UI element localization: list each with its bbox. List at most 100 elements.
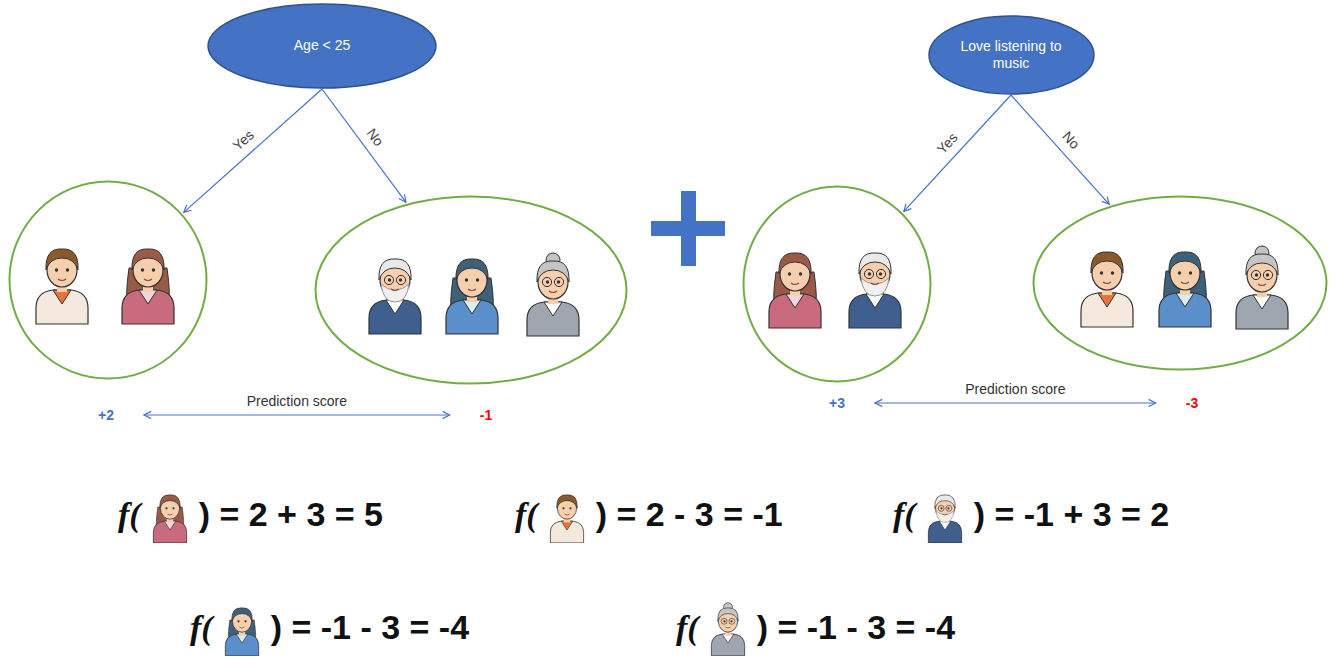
eye <box>546 280 549 283</box>
mouth <box>791 283 799 285</box>
person-icon <box>446 259 498 334</box>
formula-sum: ) = -1 + 3 = 2 <box>974 496 1170 533</box>
beard <box>381 284 409 302</box>
collar <box>1176 293 1194 307</box>
function-open: f( <box>893 496 916 533</box>
glasses <box>1251 270 1260 279</box>
hair <box>859 253 891 274</box>
plus-sign <box>651 191 725 266</box>
person-icon <box>769 253 821 328</box>
mouth <box>1258 284 1266 286</box>
formula-icon <box>216 600 268 656</box>
person-icon <box>711 603 744 656</box>
collar <box>722 634 734 643</box>
body <box>769 294 821 328</box>
collar <box>53 290 71 304</box>
mouth <box>468 289 476 291</box>
branch-arrow <box>184 89 322 212</box>
formula-icon <box>541 487 593 543</box>
body <box>527 302 579 336</box>
eye <box>879 272 882 275</box>
score-formula: f( ) = -1 + 3 = 2 <box>893 487 1169 543</box>
mouth <box>167 514 172 516</box>
score-axis-label: Prediction score <box>963 381 1067 398</box>
function-open: f( <box>676 609 699 646</box>
eye <box>730 620 732 622</box>
eye <box>165 507 167 509</box>
person-icon <box>527 253 579 336</box>
score-axis-label: Prediction score <box>245 393 349 410</box>
people-icons <box>36 246 1288 336</box>
formula-sum: ) = 2 - 3 = -1 <box>596 496 783 533</box>
eye <box>476 278 479 281</box>
body <box>122 290 174 324</box>
eye <box>237 620 239 622</box>
mouth <box>549 291 557 293</box>
person-icon <box>153 495 186 543</box>
mouth <box>942 514 947 516</box>
eye <box>799 272 802 275</box>
glasses <box>542 277 551 286</box>
eye <box>465 278 468 281</box>
eye <box>244 620 246 622</box>
hair <box>132 249 164 270</box>
branch-label: Yes <box>932 128 963 159</box>
hair <box>537 261 569 282</box>
eye <box>940 507 942 509</box>
branch-arrow <box>322 89 406 202</box>
body <box>225 634 258 656</box>
person-icon <box>225 608 258 656</box>
person-icon <box>849 253 901 328</box>
hair <box>779 253 811 274</box>
collar <box>1253 295 1271 309</box>
hair <box>1091 252 1123 273</box>
eye <box>1189 271 1192 274</box>
branch-arrow <box>904 95 1011 211</box>
ellipse-shape <box>208 4 436 88</box>
glasses <box>554 277 563 286</box>
eye <box>723 620 725 622</box>
person-icon <box>1081 252 1133 327</box>
body <box>711 634 744 656</box>
eye <box>868 272 871 275</box>
mouth <box>58 279 66 281</box>
mouth <box>1181 282 1189 284</box>
collar <box>561 521 573 530</box>
score-formula: f() = -1 - 3 = -4 <box>676 600 955 656</box>
connectors <box>144 89 1156 415</box>
body <box>849 294 901 328</box>
person-icon <box>928 495 961 543</box>
leaf-circle: +3 <box>742 185 932 417</box>
eye <box>569 507 571 509</box>
body <box>1159 293 1211 327</box>
eye <box>562 507 564 509</box>
eye <box>66 268 69 271</box>
body <box>1236 295 1288 329</box>
leaf-circle: -1 <box>314 195 628 429</box>
function-open: f( <box>190 609 213 646</box>
hair <box>1169 252 1201 273</box>
glasses <box>938 505 944 511</box>
eye <box>388 278 391 281</box>
eye <box>1255 273 1258 276</box>
glasses <box>864 269 873 278</box>
hair <box>934 495 955 508</box>
formula-icon <box>702 600 754 656</box>
mouth <box>1103 282 1111 284</box>
body <box>928 521 961 543</box>
double-arrow <box>144 414 450 415</box>
node-text-box: Love listening to music <box>928 15 1095 95</box>
eye <box>399 278 402 281</box>
person-icon <box>1159 252 1211 327</box>
body <box>550 521 583 543</box>
eye <box>1266 273 1269 276</box>
body <box>446 300 498 334</box>
formula-icon <box>144 487 196 543</box>
body <box>36 290 88 324</box>
beard <box>861 278 889 296</box>
